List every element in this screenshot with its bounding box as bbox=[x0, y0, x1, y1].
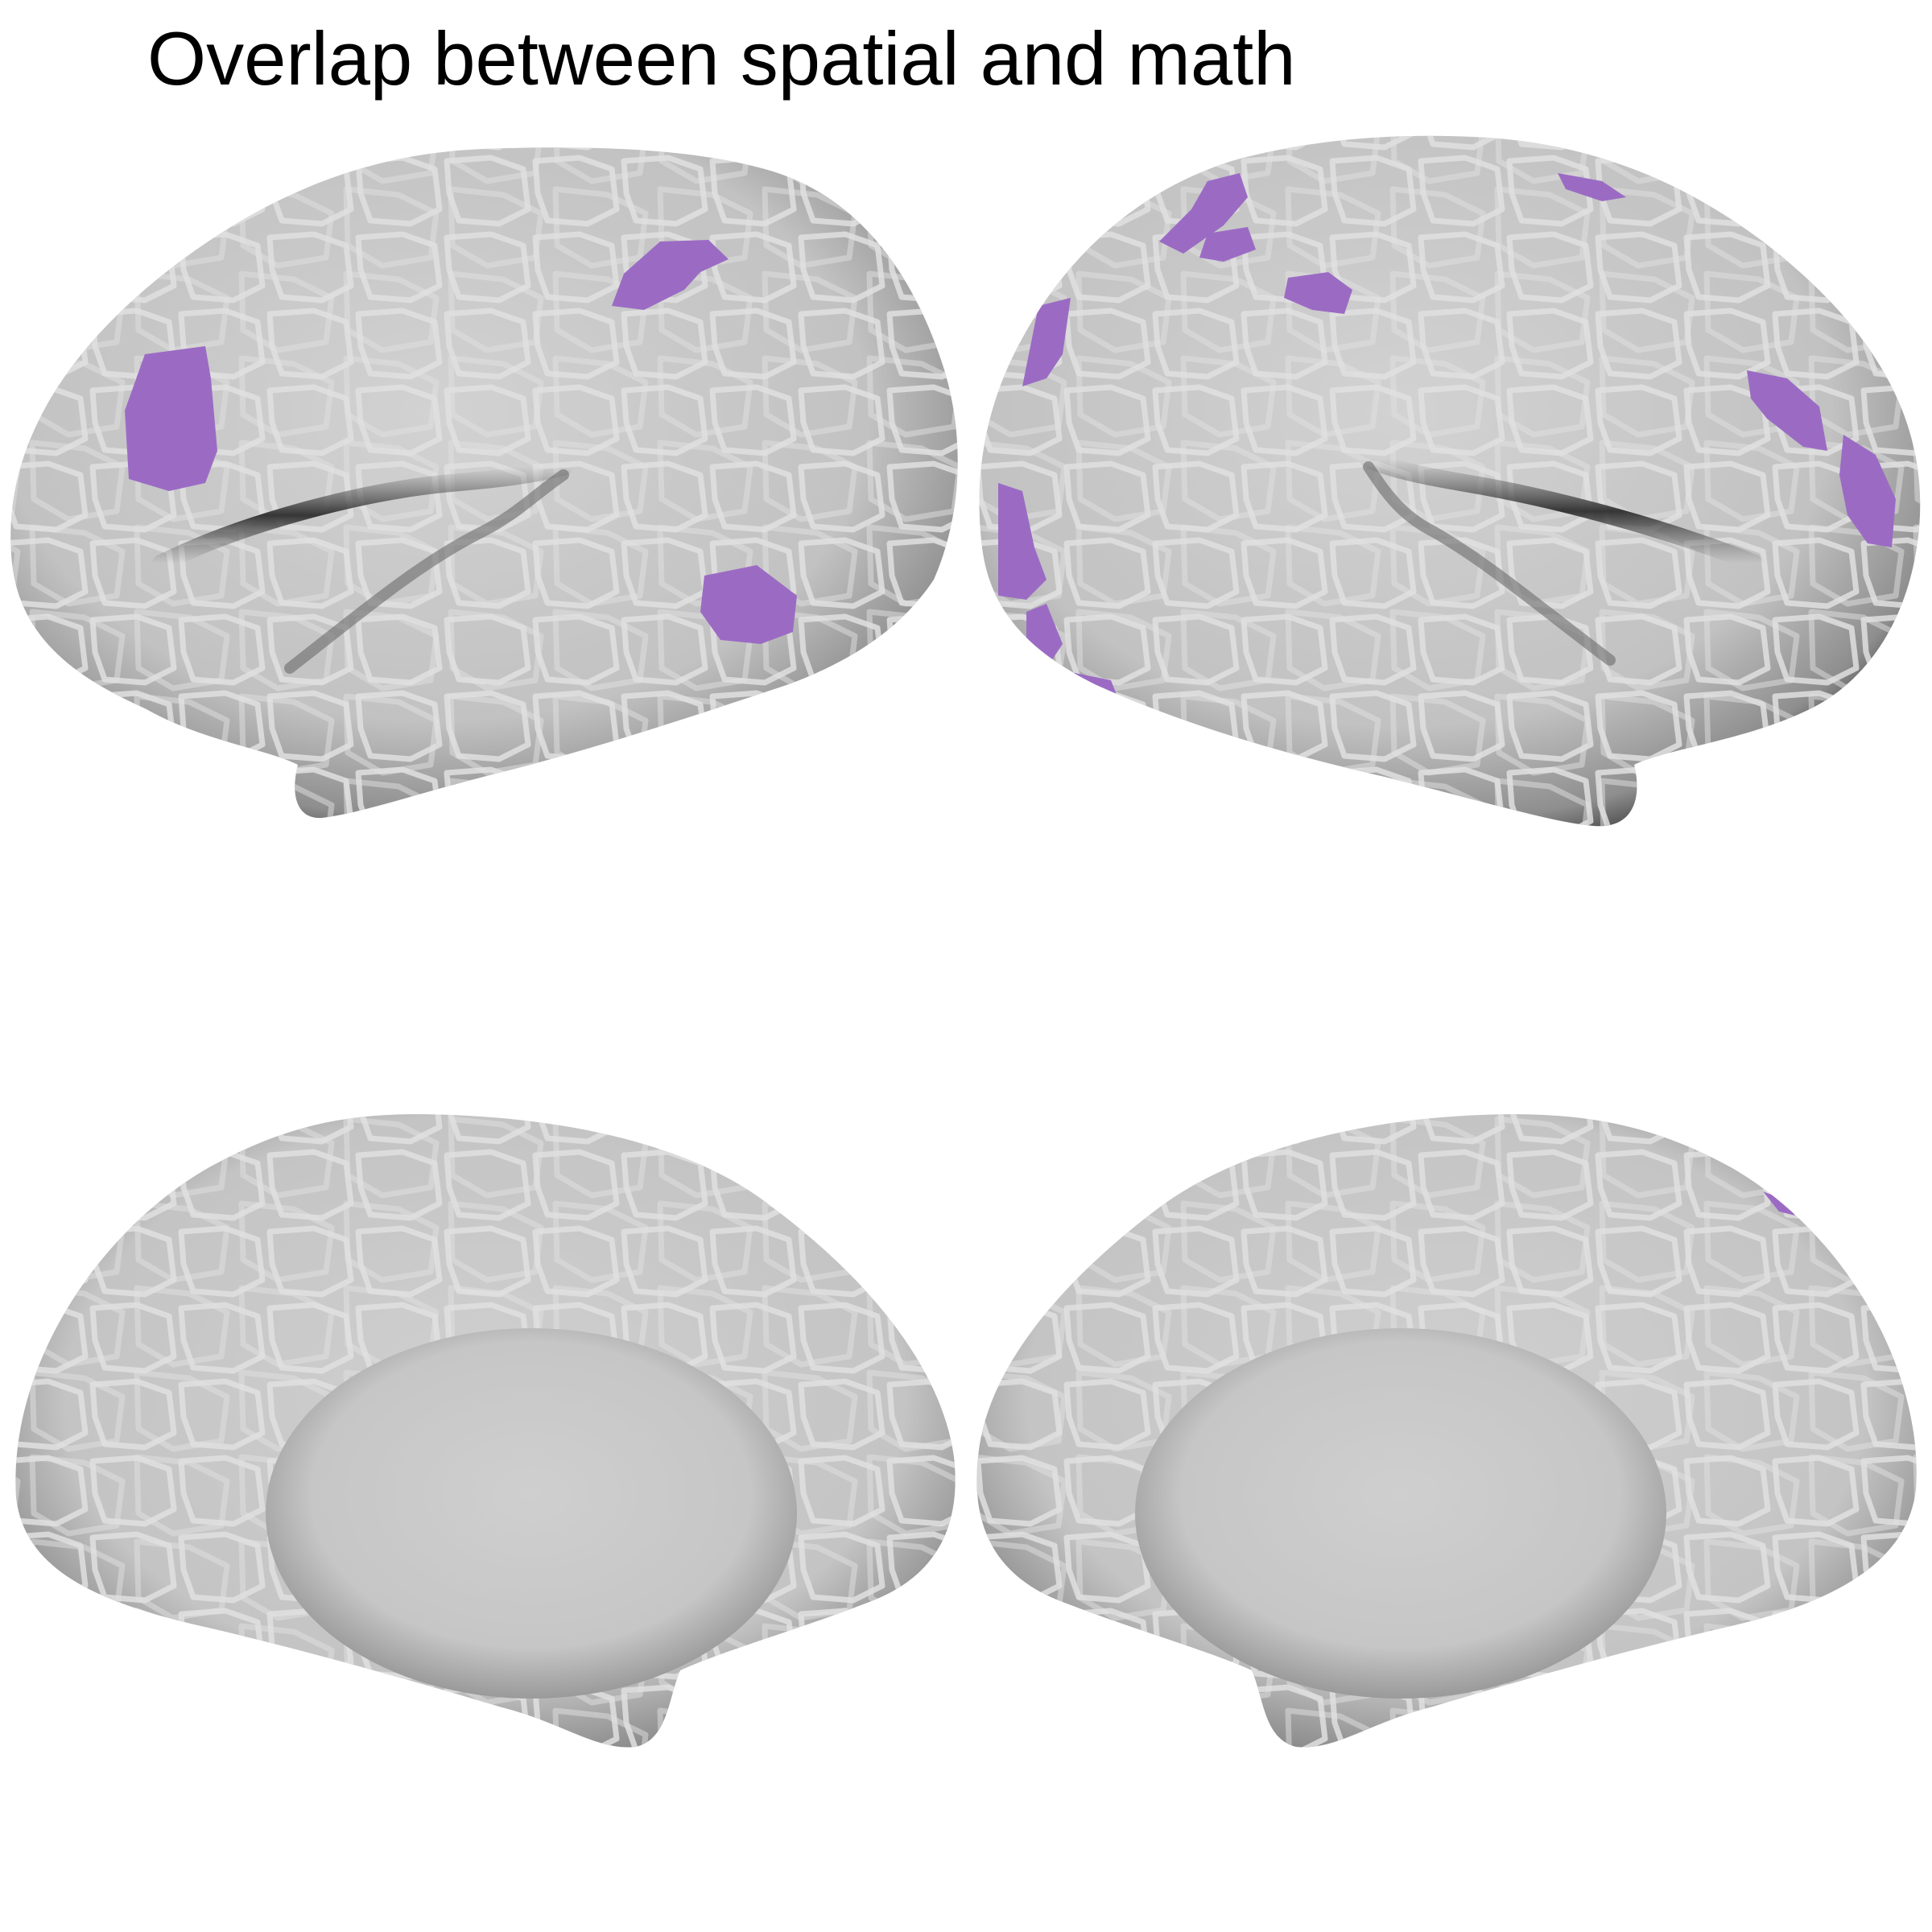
overlap-region bbox=[125, 346, 217, 491]
overlap-region bbox=[1199, 227, 1256, 262]
overlap-region bbox=[700, 565, 797, 644]
brain-right-lateral bbox=[979, 135, 1921, 827]
overlap-region bbox=[998, 483, 1046, 600]
overlap-region bbox=[1763, 1191, 1795, 1216]
brain-left-medial bbox=[15, 1114, 956, 1748]
medial-wall bbox=[266, 1328, 797, 1699]
sylvian-fissure bbox=[152, 458, 572, 572]
overlap-region bbox=[1284, 272, 1352, 314]
overlap-region bbox=[1839, 435, 1896, 547]
figure-title: Overlap between spatial and math bbox=[147, 16, 1296, 101]
overlap-region bbox=[1159, 173, 1248, 254]
brain-left-lateral bbox=[10, 147, 958, 819]
overlap-region bbox=[1747, 370, 1827, 451]
overlap-region bbox=[1558, 173, 1626, 201]
sylvian-fissure bbox=[1360, 450, 1764, 572]
overlap-region bbox=[1022, 298, 1071, 386]
medial-wall bbox=[1135, 1328, 1666, 1699]
brain-right-medial bbox=[976, 1114, 1917, 1748]
overlap-region bbox=[612, 240, 729, 310]
